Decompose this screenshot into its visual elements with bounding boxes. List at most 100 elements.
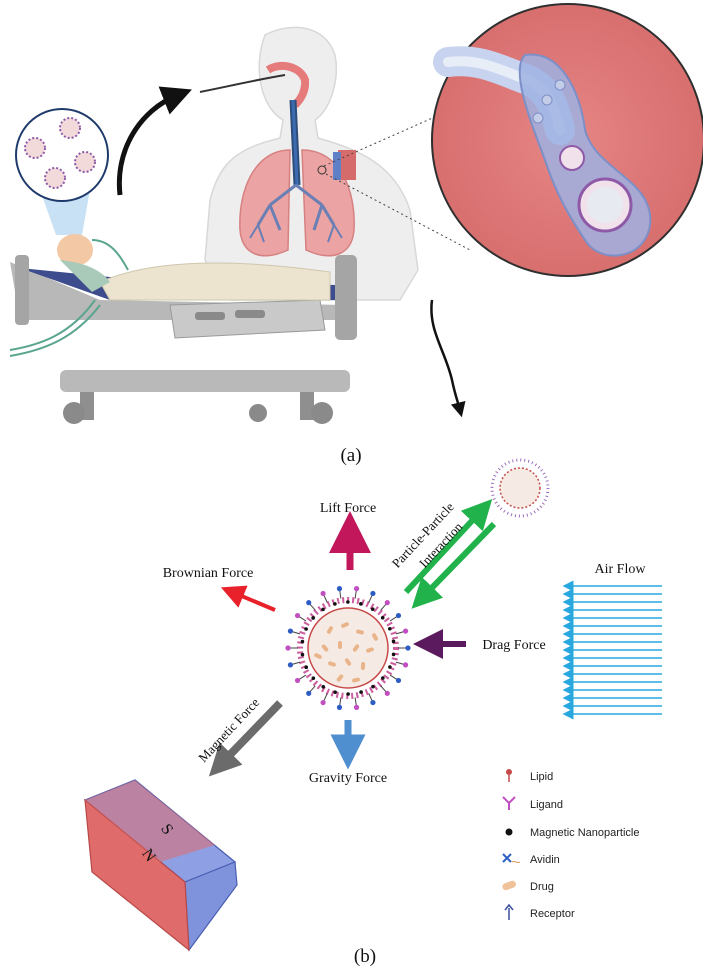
down-arrow bbox=[430, 299, 466, 418]
drug-capsule bbox=[360, 662, 366, 670]
ligand-head bbox=[384, 600, 390, 606]
magnetic-np-dot bbox=[370, 607, 375, 612]
hospital-bed bbox=[9, 234, 357, 424]
magnet-block: S N bbox=[83, 779, 238, 952]
caption-b: (b) bbox=[354, 946, 376, 967]
ligand-head bbox=[336, 704, 343, 710]
brownian-force-label: Brownian Force bbox=[163, 566, 254, 581]
ligand-head bbox=[370, 699, 376, 706]
drug-capsule bbox=[321, 644, 329, 652]
ligand-icon bbox=[502, 796, 516, 810]
drug-capsule bbox=[366, 647, 374, 653]
magnetic-np-dot bbox=[346, 600, 350, 604]
zoom-line-top bbox=[323, 107, 456, 167]
ligand-head bbox=[384, 690, 390, 696]
magnetic-np-dot bbox=[311, 616, 315, 620]
ligand-head bbox=[402, 662, 409, 668]
drug-capsule bbox=[337, 641, 343, 649]
legend-label-ligand: Ligand bbox=[530, 799, 563, 811]
legend-label-drug: Drug bbox=[530, 881, 554, 893]
magnetic-np-dot bbox=[333, 602, 337, 606]
magnetic-np-dot bbox=[388, 665, 392, 669]
ligand-head bbox=[370, 590, 376, 597]
legend-item-receptor: Receptor bbox=[504, 903, 575, 920]
magnetic-np-dot bbox=[321, 607, 325, 612]
drug-capsule bbox=[314, 653, 322, 659]
magnetic-np-dot bbox=[346, 692, 350, 696]
magnetic-np-dot bbox=[371, 684, 375, 689]
magnetic-np-dot bbox=[304, 665, 309, 670]
drug-capsule bbox=[341, 622, 349, 628]
inhalation-tube bbox=[199, 74, 286, 93]
drug-capsule bbox=[372, 633, 378, 641]
drug-capsule bbox=[327, 626, 333, 634]
alveolus-magnified-view bbox=[431, 3, 703, 277]
inhalation-arrow bbox=[116, 86, 192, 196]
avidin-icon bbox=[502, 853, 521, 864]
ligand-head bbox=[402, 628, 409, 634]
drug-capsule bbox=[344, 658, 352, 666]
human-torso bbox=[204, 26, 419, 301]
drug-capsule bbox=[336, 674, 344, 682]
ligand-head bbox=[320, 590, 326, 597]
magnetic-np-dot bbox=[391, 639, 396, 644]
nebulized-particles-inset bbox=[15, 108, 109, 235]
drag-force-label: Drag Force bbox=[482, 638, 545, 653]
ligand-head bbox=[405, 645, 411, 651]
legend-item-avidin: Avidin bbox=[502, 853, 560, 866]
brownian-force-arrow bbox=[220, 585, 276, 612]
ligand-head bbox=[320, 699, 326, 706]
ligand-head bbox=[306, 600, 312, 606]
receptor-icon bbox=[504, 903, 514, 920]
second-nanoparticle bbox=[490, 458, 550, 518]
ligand-head bbox=[336, 586, 343, 592]
air-flow-arrows bbox=[562, 580, 662, 720]
central-nanoparticle bbox=[285, 586, 411, 710]
ligand-head bbox=[353, 704, 360, 710]
magnetic-np-dot bbox=[321, 684, 326, 689]
legend-label-receptor: Receptor bbox=[530, 908, 575, 920]
air-flow-label: Air Flow bbox=[595, 562, 647, 577]
ligand-head bbox=[395, 677, 402, 684]
ligand-head bbox=[306, 690, 312, 696]
magnetic-np-dot bbox=[391, 652, 396, 657]
magnetic-np-dot bbox=[311, 676, 316, 681]
legend-item-drug: Drug bbox=[502, 880, 554, 893]
legend-label-magnetic-nanoparticle: Magnetic Nanoparticle bbox=[530, 827, 639, 839]
ligand-head bbox=[287, 662, 294, 668]
legend-item-ligand: Ligand bbox=[502, 796, 563, 811]
lift-force-label: Lift Force bbox=[320, 501, 376, 516]
magnetic-np-dot bbox=[359, 602, 363, 606]
ligand-head bbox=[395, 612, 402, 619]
legend-item-magnetic-nanoparticle: Magnetic Nanoparticle bbox=[505, 827, 639, 839]
magnetic-nanoparticle-icon bbox=[505, 828, 513, 836]
magnetic-np-dot bbox=[304, 627, 308, 631]
legend-label-lipid: Lipid bbox=[530, 771, 553, 783]
magnetic-np-dot bbox=[381, 676, 385, 680]
legend: Lipid Ligand Magnetic Nanoparticle Avidi… bbox=[502, 769, 639, 920]
magnetic-np-dot bbox=[333, 690, 337, 694]
magnetic-np-dot bbox=[380, 615, 385, 620]
magnetic-force-arrow bbox=[208, 700, 283, 777]
drug-capsule bbox=[356, 629, 364, 635]
magnetic-np-dot bbox=[387, 626, 392, 631]
ligand-head bbox=[287, 628, 294, 634]
panel-a-illustration bbox=[9, 3, 703, 424]
zoom-line-bottom bbox=[325, 173, 471, 251]
drug-capsule bbox=[352, 644, 360, 652]
ligand-head bbox=[353, 586, 360, 592]
ligand-head bbox=[285, 645, 291, 651]
drug-capsule bbox=[352, 677, 360, 683]
magnetic-np-dot bbox=[300, 652, 305, 657]
magnetic-np-dot bbox=[359, 690, 363, 694]
drug-icon bbox=[502, 880, 516, 891]
gravity-force-label: Gravity Force bbox=[309, 771, 387, 786]
legend-item-lipid: Lipid bbox=[506, 769, 553, 783]
lipid-icon bbox=[506, 769, 512, 782]
drug-capsule bbox=[328, 661, 336, 667]
caption-a: (a) bbox=[340, 445, 361, 466]
legend-label-avidin: Avidin bbox=[530, 854, 560, 866]
interaction-arrow-in bbox=[411, 521, 497, 609]
magnetic-np-dot bbox=[300, 639, 305, 644]
